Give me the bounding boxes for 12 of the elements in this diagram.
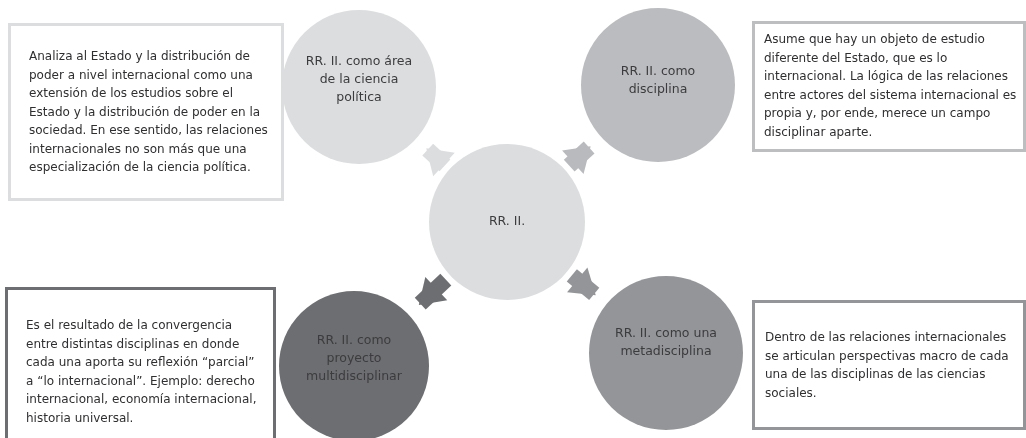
text-card: [752, 300, 1026, 430]
circle-label: RR. II. como disciplina: [619, 62, 697, 98]
circle-label: RR. II. como área de la ciencia política: [304, 52, 414, 106]
text-card: [8, 23, 284, 201]
description-text: Asume que hay un objeto de estudio diferente del Estado, que es lo internacional. La lógica de las relaciones entre actores del sistema internacional es propia y, por ende, merece un campo disciplinar aparte.: [764, 31, 1017, 141]
description-text: Analiza al Estado y la distribución de poder a nivel internacional como una extensión de los estudios sobre el Estado y la distribución de poder en la sociedad. En ese sentido, las relaciones internacionales no son más que una especialización de la ciencia política.: [29, 48, 269, 177]
circle-label: RR. II.: [488, 212, 526, 230]
description-text: Es el resultado de la convergencia entre distintas disciplinas en donde cada una aporta su reflexión “parcial” a “lo internacional”. Ejemplo: derecho internacional, economía internacional, historia universal.: [26, 317, 258, 427]
circle-label: RR. II. como una metadisciplina: [614, 324, 718, 360]
text-card: [752, 21, 1026, 152]
description-text: Dentro de las relaciones internacionales se articulan perspectivas macro de cada una de las disciplinas de las ciencias sociales.: [765, 329, 1010, 402]
text-card: [5, 287, 276, 438]
